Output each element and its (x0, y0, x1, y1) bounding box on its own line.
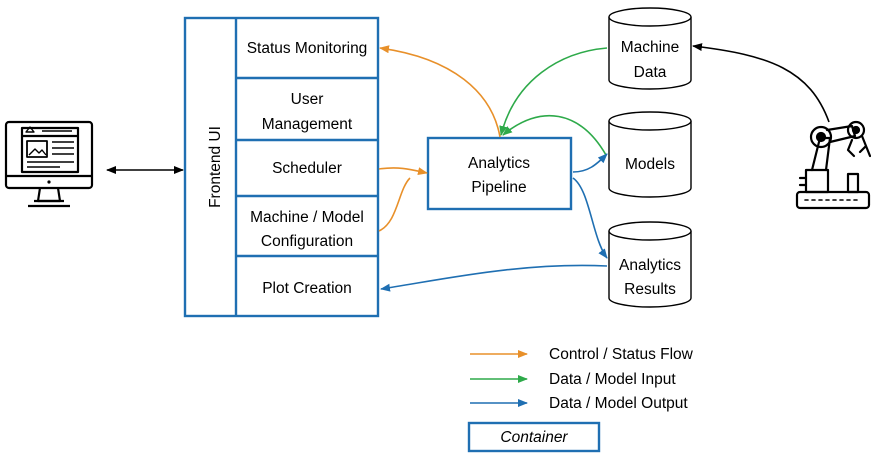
module-status-monitoring: Status Monitoring (247, 40, 368, 57)
pipeline-label-line2: Pipeline (471, 179, 526, 196)
legend-item-data-model-output: Data / Model Output (470, 395, 688, 412)
legend-label: Data / Model Input (549, 371, 676, 388)
computer-monitor-icon (4, 120, 94, 208)
legend-item-control-status-flow: Control / Status Flow (470, 346, 694, 363)
module-plot-creation: Plot Creation (262, 280, 352, 297)
database-label: Models (625, 156, 675, 173)
legend-container-label: Container (500, 429, 568, 446)
module-label: Status Monitoring (247, 40, 368, 57)
frontend-ui-title: Frontend UI (207, 126, 224, 208)
module-label: Scheduler (272, 160, 342, 177)
module-label: Plot Creation (262, 280, 352, 297)
database-machine-data: Machine Data (608, 7, 692, 90)
robot-arm-icon (795, 120, 871, 210)
legend-label: Data / Model Output (549, 395, 688, 412)
database-label-line1: Machine (621, 39, 680, 56)
database-analytics-results: Analytics Results (608, 221, 692, 308)
module-label-line1: User (291, 91, 324, 108)
flow-pipeline-to-analytics-results (572, 177, 608, 259)
flow-robot-to-machine-data (692, 43, 830, 123)
module-label-line1: Machine / Model (250, 209, 364, 226)
flow-pipeline-to-status-monitoring (379, 45, 501, 138)
database-models: Models (608, 111, 692, 198)
legend-item-container: Container (467, 421, 601, 453)
flow-scheduler-to-pipeline (378, 167, 428, 176)
flow-analytics-results-to-plot-creation (380, 264, 608, 292)
module-label-line2: Configuration (261, 233, 353, 250)
pipeline-label-line1: Analytics (468, 155, 530, 172)
flow-models-to-pipeline (502, 114, 607, 156)
database-label-line2: Results (624, 281, 676, 298)
frontend-ui-container: Frontend UI (183, 16, 380, 318)
database-label-line1: Analytics (619, 257, 681, 274)
legend-label: Control / Status Flow (549, 346, 694, 363)
legend-item-data-model-input: Data / Model Input (470, 371, 676, 388)
module-machine-model-configuration: Machine / Model Configuration (250, 209, 364, 250)
module-user-management: User Management (262, 91, 353, 133)
flow-machine-data-to-pipeline (499, 47, 608, 136)
legend: Control / Status Flow Data / Model Input… (467, 346, 694, 453)
analytics-pipeline-box: Analytics Pipeline (426, 136, 573, 211)
database-label-line2: Data (634, 64, 667, 81)
module-scheduler: Scheduler (272, 160, 342, 177)
flow-pipeline-to-models (572, 153, 608, 173)
flow-configuration-to-pipeline (378, 177, 411, 232)
module-label-line2: Management (262, 116, 353, 133)
